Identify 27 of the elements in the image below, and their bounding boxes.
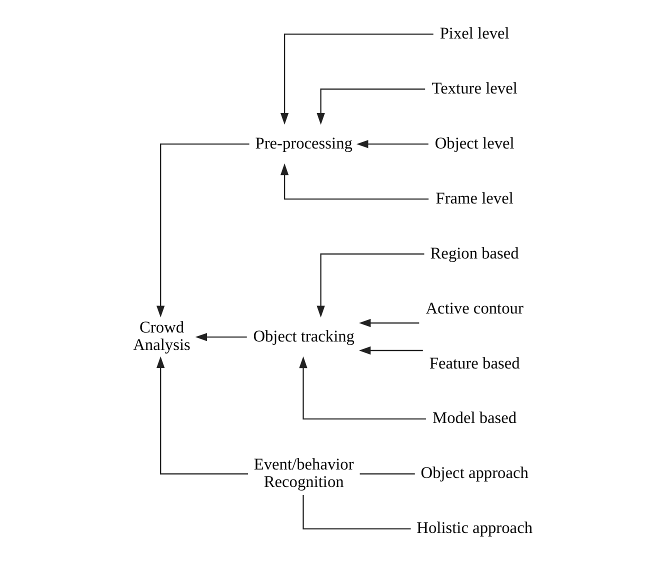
arrow (156, 356, 248, 474)
node-text: Pixel level (439, 23, 509, 42)
arrow (280, 163, 428, 200)
node-text: Region based (430, 243, 518, 262)
arrow (298, 356, 426, 420)
arrow (316, 88, 425, 125)
arrow (358, 346, 422, 355)
node-text: Object level (434, 133, 514, 152)
connector (359, 473, 414, 474)
arrow (156, 144, 249, 318)
node-text: Event/behavior Recognition (253, 454, 354, 491)
node-text: Crowd Analysis (132, 318, 190, 354)
connector (302, 494, 410, 530)
arrow (194, 332, 246, 342)
arrow (358, 318, 419, 328)
node-text: Frame level (435, 188, 513, 208)
node-text: Model based (432, 408, 516, 428)
arrow (316, 253, 424, 318)
arrow (356, 140, 428, 148)
node-text: Holistic approach (416, 518, 532, 538)
node-text: Feature based (428, 353, 520, 372)
node-text: Active contour (425, 298, 523, 318)
node-text: Pre-processing (254, 133, 352, 152)
node-text: Object approach (420, 463, 528, 482)
arrow (280, 34, 433, 125)
node-text: Object tracking (252, 326, 354, 346)
node-text: Texture level (431, 78, 517, 98)
